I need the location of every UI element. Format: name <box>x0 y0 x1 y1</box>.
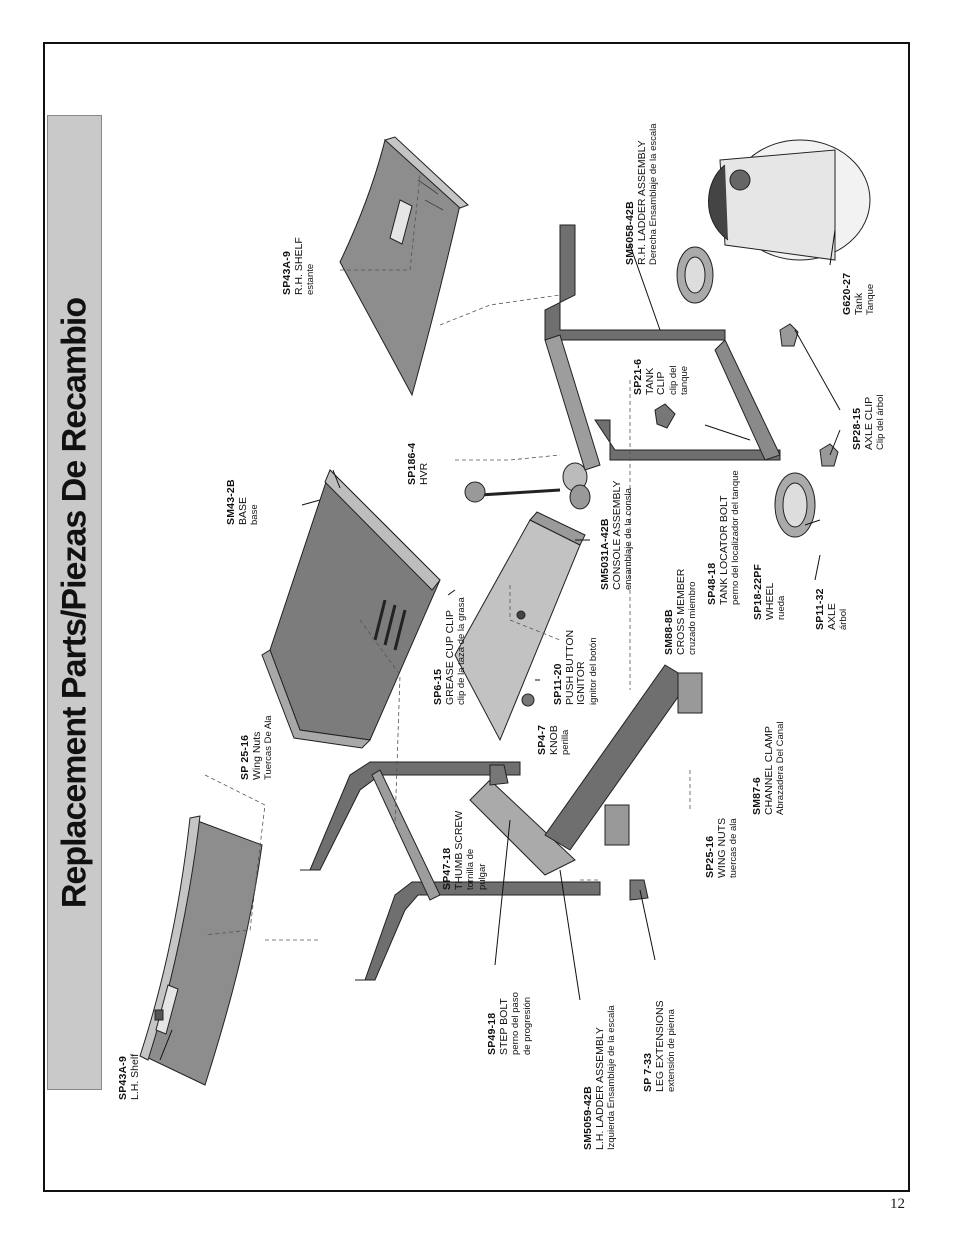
lh-shelf-illustration <box>139 815 263 1086</box>
label-step-bolt: SP49-18 STEP BOLT perno del paso de prog… <box>486 992 533 1055</box>
title-banner: Replacement Parts/Piezas De Recambio <box>47 115 102 1090</box>
rh-shelf-illustration <box>339 136 469 397</box>
label-hvr: SP186-4 HVR <box>406 442 430 485</box>
label-channel-clamp: SM87-6 CHANNEL CLAMP Abrazadera Del Cana… <box>751 721 786 815</box>
label-wheel: SP18-22PF WHEEL rueda <box>752 563 787 620</box>
wheels-illustration <box>676 246 816 538</box>
label-console-assembly: SM5031A-42B CONSOLE ASSEMBLY ensamblaje … <box>599 480 634 590</box>
rh-ladder-illustration <box>544 224 781 471</box>
cross-member-illustration <box>544 664 703 851</box>
label-lh-shelf: SP43A-9 L.H. Shelf <box>117 1053 141 1100</box>
label-tank-locator-bolt: SP48-18 TANK LOCATOR BOLT perno del loca… <box>706 470 741 605</box>
label-cross-member: SM88-8B CROSS MEMBER cruzado miembro <box>663 568 698 655</box>
base-illustration <box>261 469 441 749</box>
label-grease-cup-clip: SP6-15 GREASE CUP CLIP clip de la taza d… <box>432 597 467 705</box>
label-lh-ladder: SM5059-42B L.H. LADDER ASSEMBLY Izquierd… <box>582 1005 617 1150</box>
label-wing-nuts-bottom: SP25-16 WING NUTS tuercas de ala <box>704 817 739 878</box>
label-tank-clip: SP21-6 TANK CLIP clip del tanque <box>632 358 690 395</box>
console-illustration <box>454 511 586 742</box>
label-thumb-screw: SP47-18 THUMB SCREW tornilla de pulgar <box>441 810 488 890</box>
lh-ladder-illustration <box>300 761 601 981</box>
propane-tank-illustration <box>708 139 871 261</box>
label-leg-extensions: SP 7-33 LEG EXTENSIONS extensión de pier… <box>642 1000 677 1092</box>
label-rh-shelf: SP43A-9 R.H. SHELF estante <box>281 237 316 295</box>
page-border <box>43 42 910 1192</box>
label-axle: SP11-32 AXLE árbol <box>814 588 849 630</box>
hvr-illustration <box>464 462 591 510</box>
label-axle-clip: SP28-15 AXLE CLIP Clip del árbol <box>851 394 886 450</box>
page-number: 12 <box>890 1196 905 1212</box>
label-wing-nuts-top: SP 25-16 Wing Nuts Tuercas De Ala <box>239 715 274 780</box>
label-base: SM43-2B BASE base <box>225 479 260 525</box>
label-tank: G620-27 Tank Tanque <box>841 272 876 315</box>
label-rh-ladder: SM5058-42B R.H. LADDER ASSEMBLY Derecha … <box>624 123 659 265</box>
label-push-button-ignitor: SP11-20 PUSH BUTTON IGNITOR ignitor del … <box>552 629 599 705</box>
label-knob: SP4-7 KNOB perilla <box>536 724 571 755</box>
